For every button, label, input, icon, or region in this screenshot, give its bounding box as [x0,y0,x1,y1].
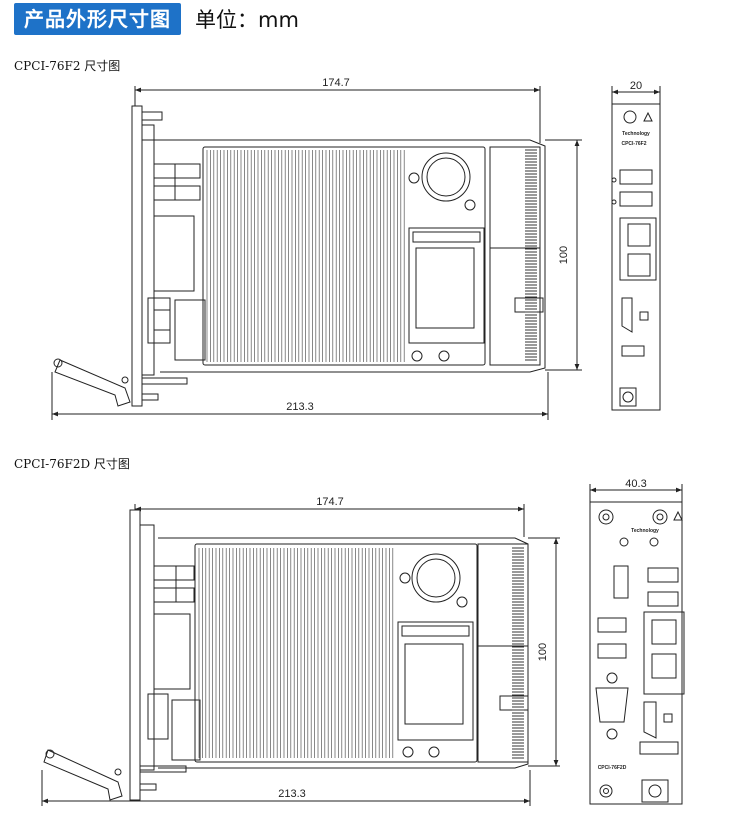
panel-model-1: CPCI-76F2 [621,141,646,147]
connector-pins-1 [525,149,537,361]
panel-brand-2: Technology [631,528,659,534]
section-badge: 产品外形尺寸图 [14,3,181,35]
dim-panel-width-2: 40.3 [625,478,646,490]
board-drawing-1 [51,86,582,420]
heatsink-fins-1 [206,150,405,362]
unit-label: 单位：mm [195,8,299,32]
panel-model-2: CPCI-76F2D [598,765,627,771]
connector-pins-2 [512,547,524,759]
dim-top-1: 174.7 [322,77,350,89]
dim-top-2: 174.7 [316,496,344,508]
caption-1: CPCI-76F2 尺寸图 [14,59,121,73]
dim-bottom-1: 213.3 [286,401,314,413]
front-panel-2 [589,484,685,805]
dim-bottom-2: 213.3 [278,788,306,800]
panel-brand-1: Technology [622,131,650,137]
dim-height-1: 100 [558,246,570,264]
dim-height-2: 100 [537,643,549,661]
front-panel-1 [611,86,661,411]
page-header: 产品外形尺寸图 单位：mm [14,2,299,36]
heatsink-fins-2 [198,548,394,758]
board-drawing-2 [41,504,560,806]
caption-2: CPCI-76F2D 尺寸图 [14,457,130,471]
dim-panel-width-1: 20 [630,80,642,92]
